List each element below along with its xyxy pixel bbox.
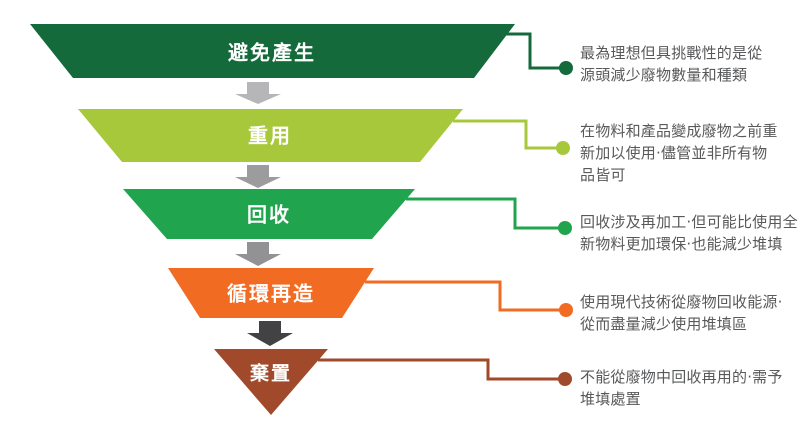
callout-dot [558, 372, 572, 386]
callout-dot [558, 221, 572, 235]
callout-connector-line [453, 119, 563, 150]
funnel-level-disposal-shape [214, 349, 328, 415]
callout-text-avoid: 最為理想但具挑戰性的是從 源頭減少廢物數量和種類 [580, 42, 798, 86]
level-label-recycle: 回收 [247, 202, 291, 227]
callout-connector-line [318, 358, 565, 381]
callout-text-line: 最為理想但具挑戰性的是從 [580, 44, 763, 62]
callout-text-line: 堆填處置 [580, 390, 641, 408]
callout-text-recycle: 回收涉及再加工·但可能比使用全 新物料更加環保·也能減少堆填 [580, 211, 798, 255]
callout-connector-line [505, 32, 566, 70]
funnel-level-recovery-shape [168, 268, 374, 318]
down-arrow-icon [235, 165, 281, 188]
callout-connector-line [406, 197, 565, 230]
level-label-recovery: 循環再造 [227, 281, 315, 306]
callout-connector-line [365, 280, 566, 312]
callout-text-line: 不能從廢物中回收再用的·需予 [580, 368, 783, 386]
level-label-reuse: 重用 [248, 123, 292, 148]
funnel-level-avoid-shape [30, 24, 515, 78]
callout-dot [559, 61, 573, 75]
down-arrow-icon [235, 242, 281, 266]
callout-text-line: 在物料和產品變成廢物之前重 [580, 122, 778, 140]
callout-text-line: 回收涉及再加工·但可能比使用全 [580, 213, 798, 231]
callout-text-line: 從而盡量減少使用堆填區 [580, 315, 748, 333]
callout-text-line: 新加以使用·儘管並非所有物 [580, 144, 768, 162]
callout-text-line: 品皆可 [580, 166, 626, 184]
callout-text-reuse: 在物料和產品變成廢物之前重 新加以使用·儘管並非所有物 品皆可 [580, 120, 798, 186]
down-arrow-icon [247, 321, 293, 346]
callout-text-line: 使用現代技術從廢物回收能源· [580, 293, 783, 311]
callout-text-recovery: 使用現代技術從廢物回收能源· 從而盡量減少使用堆填區 [580, 291, 798, 335]
funnel-level-recycle-shape [123, 189, 415, 239]
callout-dot [559, 303, 573, 317]
callout-text-line: 新物料更加環保·也能減少堆填 [580, 235, 783, 253]
callout-dot [556, 141, 570, 155]
funnel-level-reuse-shape [78, 109, 463, 162]
callout-text-disposal: 不能從廢物中回收再用的·需予 堆填處置 [580, 366, 798, 410]
level-label-avoid: 避免產生 [228, 40, 316, 65]
callout-text-line: 源頭減少廢物數量和種類 [580, 66, 748, 84]
level-label-disposal: 棄置 [249, 362, 293, 385]
down-arrow-icon [235, 82, 281, 104]
